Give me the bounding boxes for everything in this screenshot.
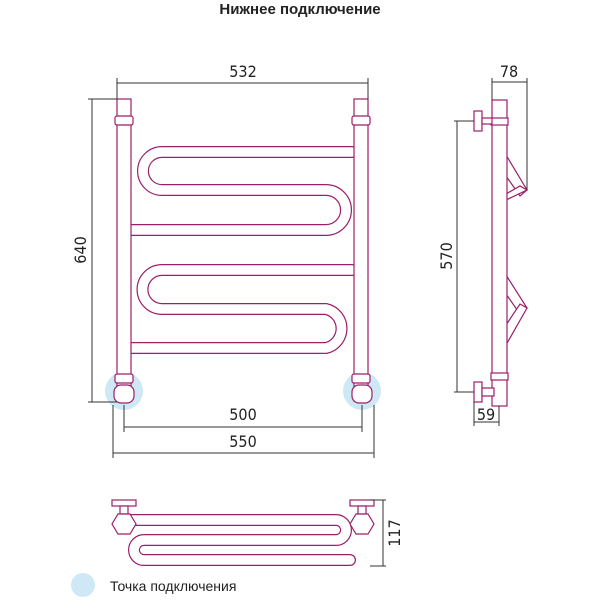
drawing-title: Нижнее подключение xyxy=(219,1,380,18)
dim-117: 117 xyxy=(385,519,404,546)
dim-500: 500 xyxy=(229,405,256,424)
bottom-view xyxy=(111,499,375,566)
side-view xyxy=(473,99,529,407)
dim-59: 59 xyxy=(477,405,495,424)
dim-570: 570 xyxy=(437,242,456,269)
left-post xyxy=(116,98,132,402)
legend-swatch xyxy=(71,573,95,597)
dim-640: 640 xyxy=(71,236,90,263)
front-view xyxy=(113,98,373,404)
right-post xyxy=(353,98,369,402)
dim-78: 78 xyxy=(500,62,518,81)
dim-550: 550 xyxy=(229,432,256,451)
dim-532: 532 xyxy=(229,62,256,81)
legend-label: Точка подключения xyxy=(110,578,236,594)
